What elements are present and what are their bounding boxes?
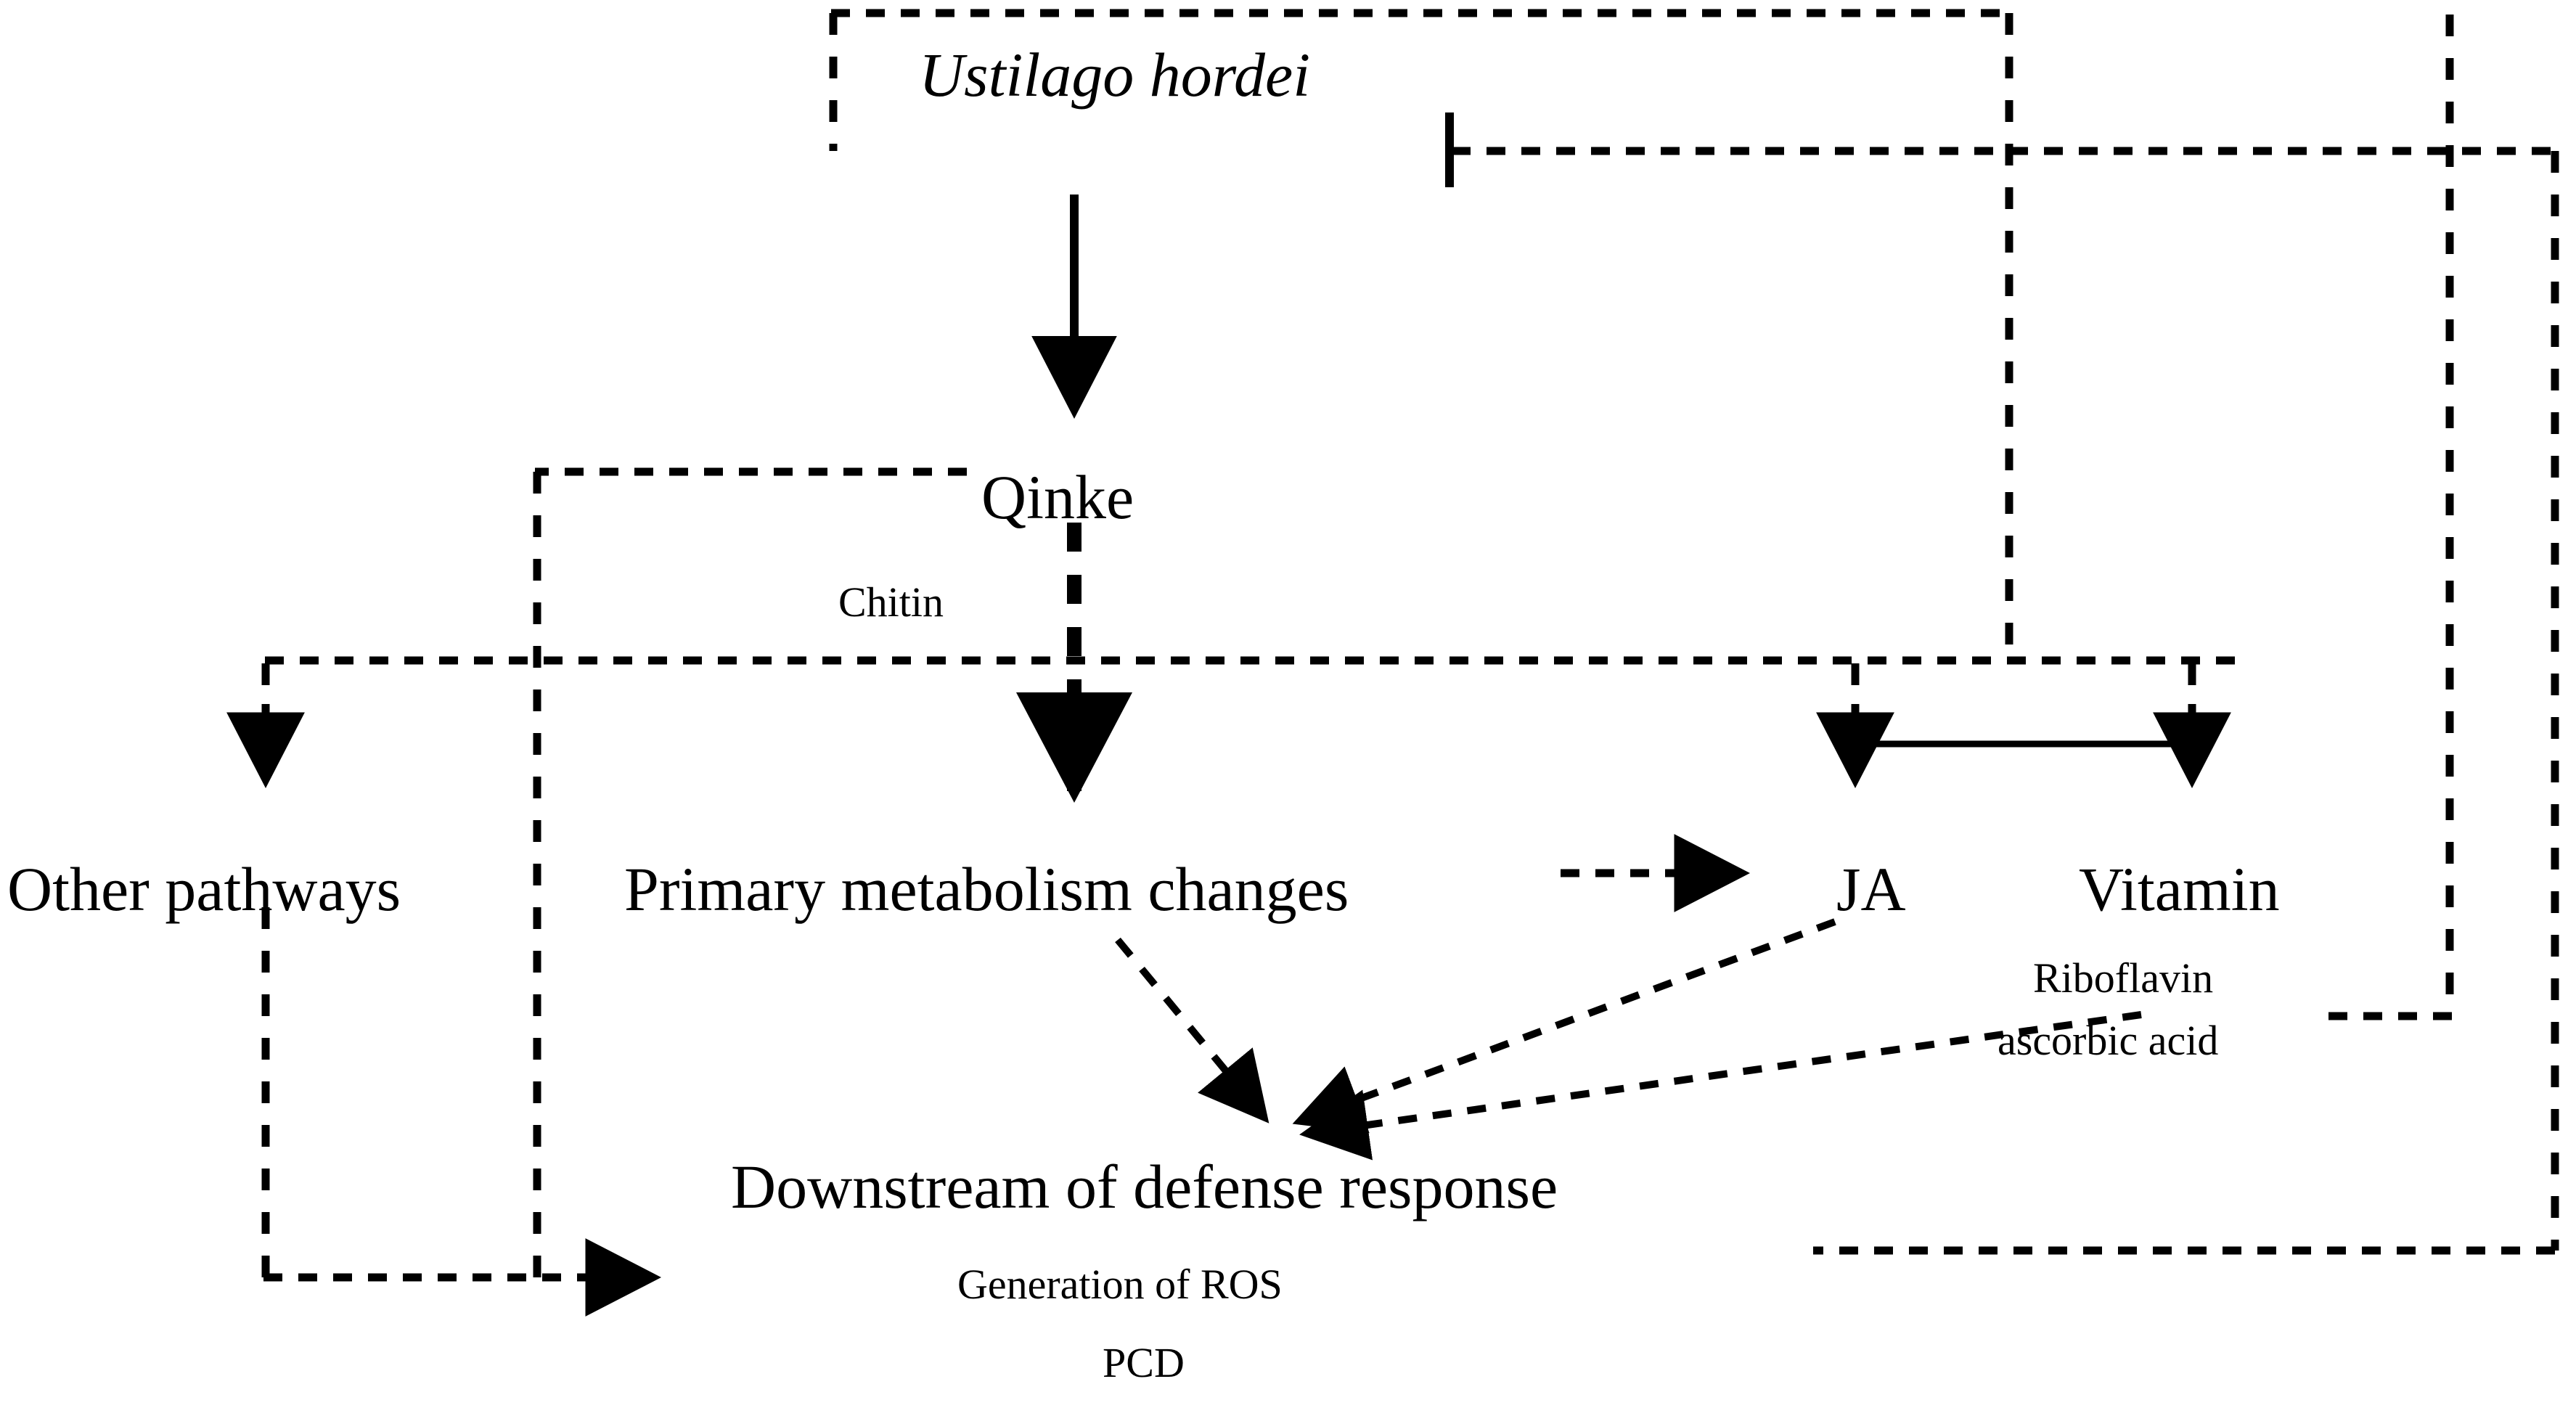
edge-ja-to-downstream (1292, 918, 1836, 1134)
node-riboflavin: Riboflavin (2033, 954, 2214, 1002)
node-generation-of-ros: Generation of ROS (957, 1261, 1283, 1308)
edge-other-to-downstream (261, 907, 661, 1317)
node-ascorbic-acid: ascorbic acid (1998, 1017, 2219, 1064)
node-vitamin: Vitamin (2079, 854, 2280, 924)
edge-qinke-to-other (533, 467, 967, 1277)
node-pcd: PCD (1103, 1339, 1185, 1386)
edge-feedback-inhibition (1445, 112, 2555, 187)
edge-feedback-top-loop (829, 9, 2013, 662)
node-primary-metabolism: Primary metabolism changes (624, 854, 1349, 924)
node-other-pathways: Other pathways (7, 854, 401, 924)
edge-branch-bar (226, 656, 2243, 788)
node-downstream-defense: Downstream of defense response (731, 1152, 1558, 1221)
edge-vitamin-to-downstream (1299, 1011, 2142, 1161)
node-ja: JA (1836, 854, 1906, 924)
node-ustilago: Ustilago hordei (919, 40, 1311, 110)
node-qinke: Qinke (981, 462, 1134, 532)
edge-primary-to-downstream (1115, 937, 1269, 1124)
node-chitin: Chitin (838, 578, 944, 626)
